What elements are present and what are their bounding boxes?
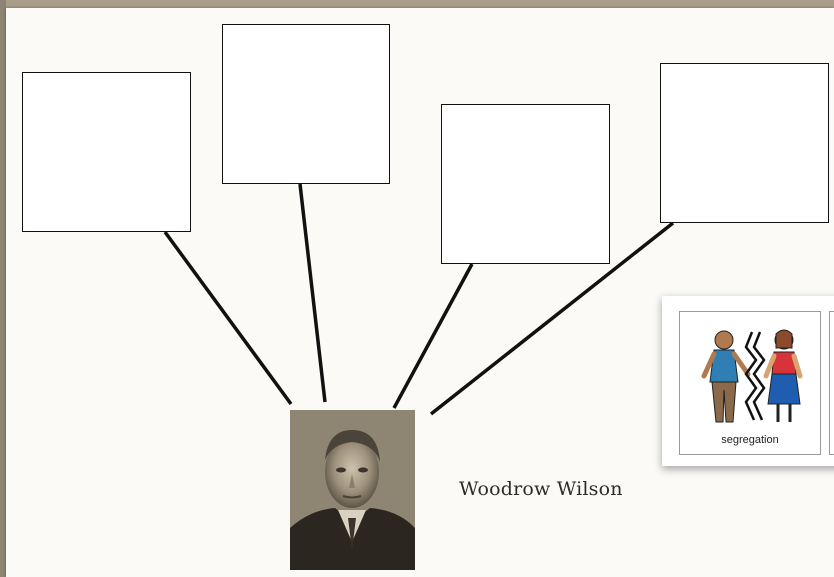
empty-box-4[interactable]: [660, 63, 829, 223]
frame-left-border: [0, 0, 6, 577]
woodrow-wilson-portrait: [290, 410, 415, 570]
empty-box-3[interactable]: [441, 104, 610, 264]
symbol-label: segregation: [721, 434, 779, 446]
empty-box-1[interactable]: [22, 72, 191, 232]
empty-box-2[interactable]: [222, 24, 390, 184]
frame-top-border: [0, 0, 834, 8]
symbol-card[interactable]: segregation: [662, 296, 834, 466]
segregation-icon: [701, 329, 803, 423]
second-symbol-partial[interactable]: [829, 311, 834, 455]
segregation-symbol[interactable]: segregation: [679, 311, 821, 455]
portrait-caption: Woodrow Wilson: [459, 478, 623, 500]
portrait-illustration: [290, 410, 415, 570]
